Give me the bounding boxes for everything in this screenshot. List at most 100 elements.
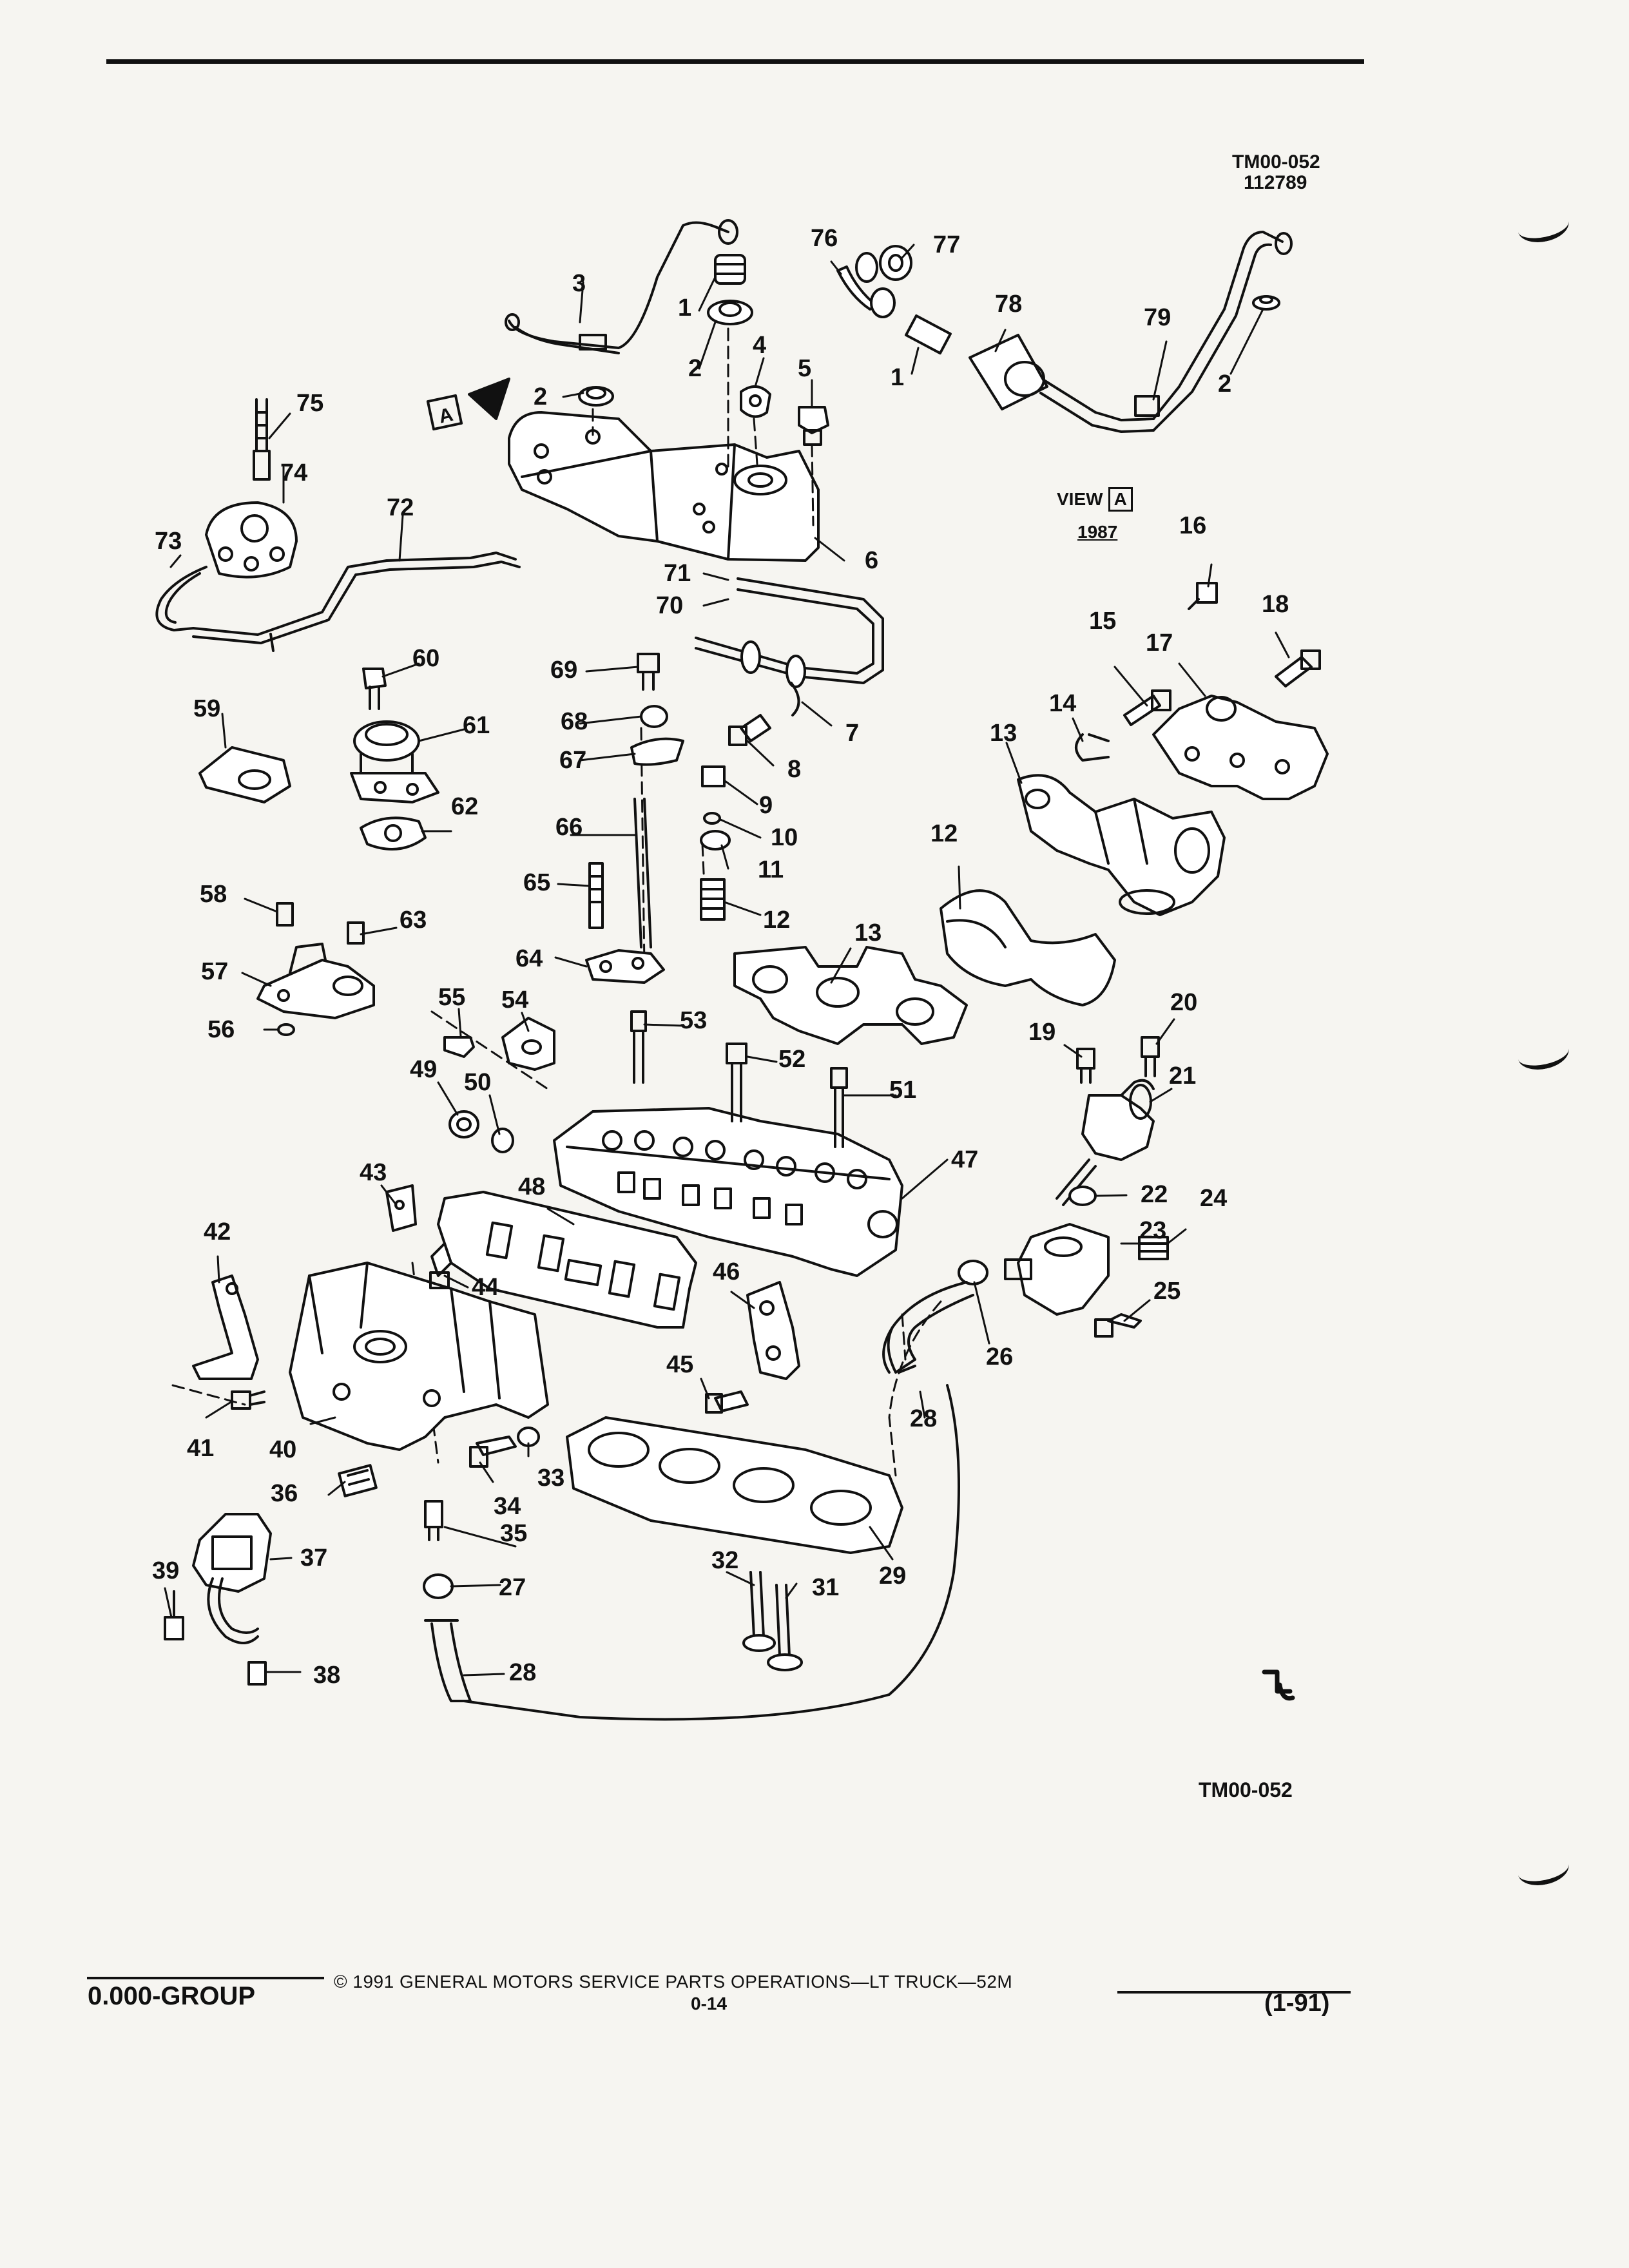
leader-lines (164, 244, 1290, 1677)
callout-67: 67 (559, 747, 586, 774)
top-rule (106, 59, 1364, 64)
callout-28-right: 26 (986, 1343, 1013, 1370)
bolt-part-34 (469, 1436, 517, 1468)
rocker-arm-part-67 (630, 737, 684, 766)
callout-9: 9 (759, 792, 773, 819)
callout-16: 14 (1049, 690, 1076, 717)
valve-part-9-12 (700, 765, 731, 921)
callout-71: 71 (664, 560, 691, 587)
callout-64: 64 (516, 945, 543, 972)
callout-17: 15 (1089, 608, 1116, 635)
callout-46: 46 (713, 1258, 740, 1285)
callout-58: 58 (200, 881, 227, 908)
fitting-part-4 (740, 385, 771, 418)
rocker-arm-part-64 (585, 949, 665, 984)
water-outlet-part-19 (1152, 695, 1329, 800)
intake-manifold-part-40 (289, 1262, 549, 1451)
callout-79: 79 (1144, 304, 1171, 331)
callout-labels: 3 1 2 4 5 2 6 76 77 78 79 1 2 75 74 72 7… (152, 225, 1289, 1689)
callout-11: 11 (758, 856, 784, 883)
bolt-part-52 (726, 1043, 747, 1122)
callout-25: 23 (1139, 1217, 1166, 1244)
fitting-part-35 (424, 1500, 443, 1541)
egr-gasket-part-62 (360, 816, 427, 850)
callout-78: 78 (995, 291, 1022, 318)
footer-date: (1-91) (1264, 1990, 1330, 2017)
ball-part-68 (640, 705, 668, 728)
callout-44: 44 (472, 1274, 499, 1301)
callout-4: 4 (753, 332, 766, 359)
footer-group: 0.000-GROUP (88, 1982, 256, 2010)
view-a-arrow-marker (426, 378, 510, 431)
callout-23: 21 (1169, 1062, 1196, 1090)
callout-77: 77 (933, 231, 960, 258)
fitting-part-39 (164, 1590, 184, 1640)
valves-part-31-32 (742, 1571, 803, 1671)
callout-69: 69 (550, 657, 577, 684)
housing-part-25 (1004, 1223, 1110, 1316)
valve-cover-part (508, 411, 820, 562)
footer-page-number: 0-14 (691, 1994, 728, 2013)
callout-2-right: 2 (1218, 370, 1231, 398)
callout-72: 72 (387, 494, 414, 521)
callout-37: 37 (300, 1544, 327, 1571)
footer-rule-right (1117, 1991, 1351, 1994)
figure-code: TM00-052 (1232, 151, 1320, 173)
callout-34: 34 (494, 1493, 521, 1520)
callout-27: 25 (1153, 1278, 1181, 1305)
callout-65: 65 (523, 869, 550, 896)
vacuum-tube-part-72 (192, 552, 521, 652)
nut-part-5 (798, 406, 829, 446)
fitting-part-55 (443, 1036, 475, 1058)
exhaust-manifold-part-15 (1017, 774, 1226, 916)
callout-21: 19 (1028, 1019, 1055, 1046)
callout-1-right: 1 (891, 364, 904, 391)
callout-73: 73 (155, 528, 182, 555)
callout-60: 60 (412, 645, 439, 672)
callout-13-label: 13 (854, 919, 882, 947)
fuel-rail-part-70-71 (695, 577, 884, 688)
callout-22: 20 (1170, 989, 1197, 1016)
pcv-tube-part-3 (505, 219, 738, 354)
view-a-hose-part-76-79 (836, 231, 1293, 433)
footer-rule-left (87, 1977, 324, 1979)
callout-55: 55 (438, 984, 465, 1011)
rocker-stud-part-65 (588, 862, 604, 929)
callout-5: 5 (798, 355, 811, 382)
bolt-part-20 (1275, 649, 1321, 687)
thermostat-housing-part-23 (1055, 1079, 1155, 1206)
callout-19: 17 (1146, 629, 1173, 657)
washer-part-56 (277, 1023, 295, 1036)
sensor-part-37 (192, 1513, 272, 1644)
callout-56: 56 (207, 1016, 235, 1043)
callout-54: 54 (501, 986, 528, 1014)
plug-part-36 (338, 1464, 378, 1497)
sensor-part-44 (429, 1242, 452, 1289)
bolt-part-18 (1188, 582, 1218, 610)
callout-42: 42 (204, 1218, 231, 1245)
bracket-part-43 (385, 1184, 417, 1232)
thermal-valve-part-57 (256, 943, 375, 1019)
hose-part-29-right (463, 1260, 988, 1721)
callout-29-lower: 28 (509, 1659, 536, 1686)
view-arrow-letter: A (437, 404, 455, 428)
bolt-part-63 (347, 921, 365, 945)
callout-20: 18 (1262, 591, 1289, 618)
callout-18: 16 (1179, 512, 1206, 539)
seal-part-50 (491, 1128, 514, 1153)
callout-41: 41 (187, 1435, 214, 1462)
bolt-part-41 (231, 1390, 265, 1410)
figure-header: TM00-052 112789 (1232, 152, 1320, 193)
exhaust-gasket-part-13 (733, 946, 968, 1045)
callout-76: 76 (811, 225, 838, 252)
hose-part-28-29-lower (423, 1573, 472, 1702)
view-year: 1987 (1077, 522, 1118, 542)
cylinder-head-part-47 (553, 1107, 903, 1277)
callout-66: 66 (555, 814, 583, 841)
callout-38: 38 (313, 1662, 340, 1689)
plate-part-54 (501, 1017, 555, 1071)
bolt-part-60 (362, 668, 387, 710)
bolt-part-27 (1094, 1313, 1142, 1338)
callout-39: 39 (152, 1557, 179, 1584)
thermostat-part-24 (1068, 1186, 1097, 1206)
